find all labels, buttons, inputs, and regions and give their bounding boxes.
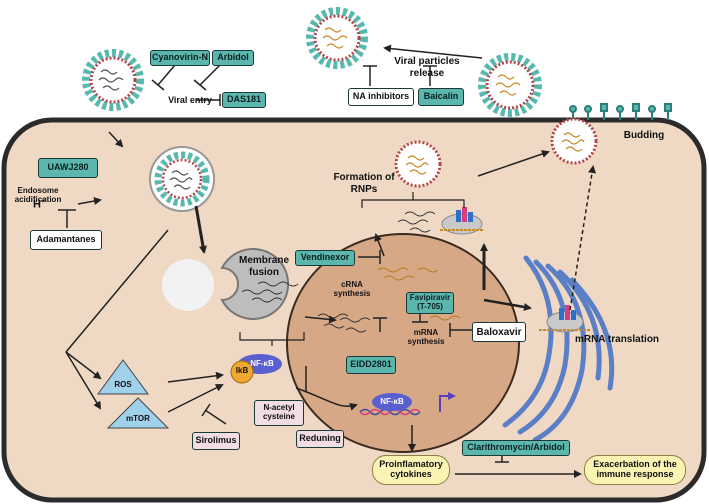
rnp-capsid — [394, 140, 442, 188]
clarithromycin-arbidol-box: Clarithromycin/Arbidol — [462, 440, 570, 456]
nfkb-nuc-label: NF-κB — [380, 397, 404, 406]
ros-label: ROS — [114, 380, 132, 389]
ribosome-translation-icon — [539, 305, 591, 333]
n-acetyl-cysteine-box: N-acetyl cysteine — [254, 400, 304, 426]
membrane-fusion-endosome — [162, 248, 290, 320]
favipiravir-box: Favipiravir (T-705) — [406, 292, 454, 314]
nfkb-nuc-shape — [372, 393, 412, 411]
endoplasmic-reticulum — [502, 255, 615, 443]
arbidol-box: Arbidol — [212, 50, 254, 66]
nucleus — [286, 233, 520, 453]
vendinexor-box: Vendinexor — [295, 250, 355, 266]
viral-particles-release-label: Viral particles release — [394, 56, 460, 79]
rna-strands — [241, 211, 436, 329]
virus-entry — [82, 49, 144, 111]
brackets — [239, 192, 465, 346]
budding-label: Budding — [623, 130, 665, 141]
nfkb-cyto-label: NF-κB — [250, 359, 274, 368]
arrows — [65, 44, 596, 478]
membrane-fusion-label: Membrane fusion — [238, 255, 289, 278]
proinflammatory-cytokines-pill: Proinflamatory cytokines — [372, 455, 450, 485]
ikb-shape — [230, 360, 254, 384]
formation-of-rnps-label: Formation of RNPs — [333, 172, 395, 195]
uawj280-box: UAWJ280 — [38, 158, 98, 178]
virus-endosome — [149, 146, 215, 212]
budding-capsid — [550, 117, 598, 165]
mrna-synthesis-label: mRNA synthesis — [407, 328, 445, 347]
na-inhibitors-box: NA inhibitors — [348, 88, 414, 106]
inhibition-lines — [58, 64, 509, 463]
cyanovirin-box: Cyanovirin-N — [150, 50, 210, 66]
nucleus-rna-strands — [377, 267, 461, 321]
mtor-triangle — [106, 397, 170, 429]
virus-budding-release — [478, 53, 542, 117]
baicalin-box: Baicalin — [418, 88, 464, 106]
virus-particles — [82, 7, 598, 212]
endosome-acidification-label: Endosome acidification — [14, 186, 62, 205]
promoter-arrow-icon — [448, 392, 456, 400]
mtor-label: mTOR — [126, 414, 150, 423]
h-plus-label: H+ — [32, 198, 46, 211]
dna-helix — [359, 395, 450, 416]
exacerbation-immune-response-pill: Exacerbation of the immune response — [584, 455, 686, 485]
crna-synthesis-label: cRNA synthesis — [333, 280, 371, 299]
das181-box: DAS181 — [222, 92, 266, 108]
ros-triangle — [97, 359, 149, 395]
rnp-complex-icon — [440, 207, 484, 235]
eidd2801-box: EIDD2801 — [346, 356, 396, 374]
sirolimus-box: Sirolimus — [192, 432, 240, 450]
nucleus-mrna — [339, 317, 371, 333]
viral-entry-label: Viral entry — [168, 95, 212, 105]
surface-receptors — [569, 103, 672, 120]
reduning-box: Reduning — [296, 430, 344, 448]
mrna-translation-label: mRNA translation — [574, 334, 660, 345]
ikb-label: IkB — [235, 366, 249, 375]
virus-released — [306, 7, 368, 69]
baloxavir-box: Baloxavir — [472, 322, 526, 342]
adamantanes-box: Adamantanes — [30, 230, 102, 250]
